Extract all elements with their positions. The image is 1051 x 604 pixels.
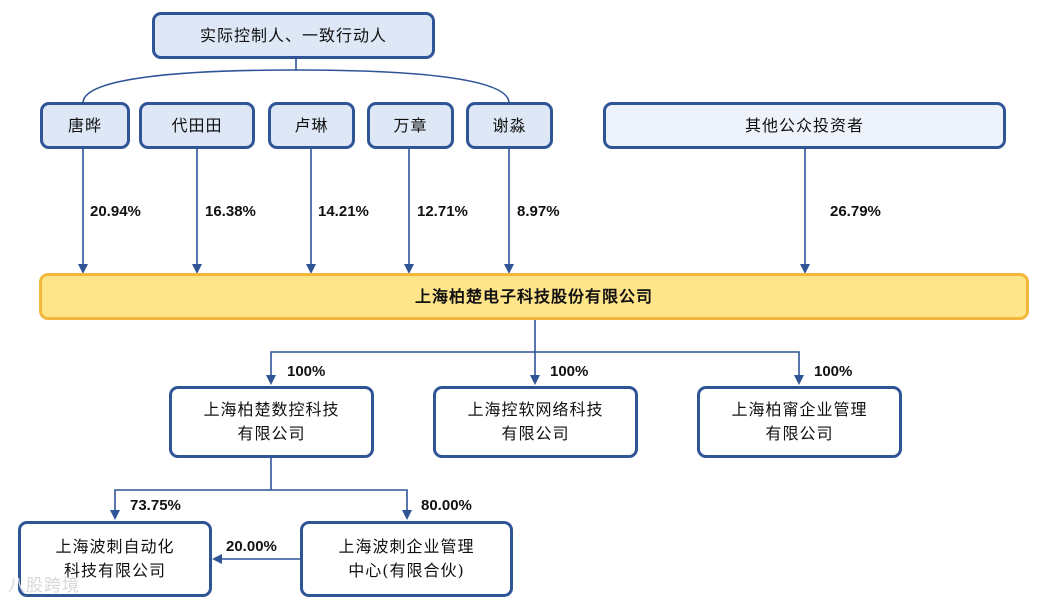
subsidiary-name-line2: 有限公司 <box>765 424 834 443</box>
holder-pct: 14.21% <box>318 203 369 220</box>
sub-sub-pct: 80.00% <box>421 497 472 514</box>
subsidiary-box-bochu-cnc: 上海柏楚数控科技 有限公司 <box>169 386 374 458</box>
subsidiary-name-line2: 有限公司 <box>501 424 570 443</box>
public-pct: 26.79% <box>830 203 881 220</box>
company-name: 上海柏楚电子科技股份有限公司 <box>414 286 653 306</box>
holder-pct: 16.38% <box>205 203 256 220</box>
holder-name: 卢琳 <box>294 115 329 135</box>
group-bracket <box>82 69 510 104</box>
subsidiary-name-line1: 上海柏甯企业管理 <box>731 400 868 419</box>
sub-sub-name-line2: 中心(有限合伙) <box>348 561 465 580</box>
sub-sub-box-boci-partnership: 上海波刺企业管理 中心(有限合伙) <box>300 521 513 597</box>
public-investors-box: 其他公众投资者 <box>603 102 1006 149</box>
subsidiary-name-line1: 上海控软网络科技 <box>467 400 604 419</box>
sub-sub-box-bocı-automation: 上海波刺自动化 科技有限公司 <box>18 521 212 597</box>
holder-pct: 20.94% <box>90 203 141 220</box>
controller-group-box: 实际控制人、一致行动人 <box>152 12 435 59</box>
subsidiary-name-line2: 有限公司 <box>237 424 306 443</box>
holder-box-xie-miao: 谢淼 <box>466 102 553 149</box>
subsidiary-name-line1: 上海柏楚数控科技 <box>203 400 340 419</box>
subsidiary-pct: 100% <box>550 363 589 380</box>
subsidiary-pct: 100% <box>814 363 853 380</box>
sub-sub-name-line1: 上海波刺企业管理 <box>338 537 475 556</box>
cross-pct: 20.00% <box>226 538 277 555</box>
holder-name: 唐晔 <box>67 115 102 135</box>
company-box: 上海柏楚电子科技股份有限公司 <box>39 273 1029 320</box>
holder-box-lu-lin: 卢琳 <box>268 102 355 149</box>
sub-sub-name-line1: 上海波刺自动化 <box>55 537 175 556</box>
public-investors-label: 其他公众投资者 <box>744 115 864 135</box>
holder-box-dai-tiantian: 代田田 <box>139 102 255 149</box>
controller-group-label: 实际控制人、一致行动人 <box>199 25 387 45</box>
subsidiary-box-boning-management: 上海柏甯企业管理 有限公司 <box>697 386 902 458</box>
holder-name: 万章 <box>393 115 428 135</box>
holder-pct: 8.97% <box>517 203 560 220</box>
watermark: 八股跨境 <box>8 576 80 596</box>
holder-name: 代田田 <box>171 115 223 135</box>
subsidiary-pct: 100% <box>287 363 326 380</box>
sub-sub-name-line2: 科技有限公司 <box>63 561 166 580</box>
holder-box-wan-zhang: 万章 <box>367 102 454 149</box>
subsidiary-box-kongruan-network: 上海控软网络科技 有限公司 <box>433 386 638 458</box>
holder-pct: 12.71% <box>417 203 468 220</box>
holder-box-tang-ye: 唐晔 <box>40 102 130 149</box>
holder-name: 谢淼 <box>492 115 527 135</box>
sub-sub-pct: 73.75% <box>130 497 181 514</box>
